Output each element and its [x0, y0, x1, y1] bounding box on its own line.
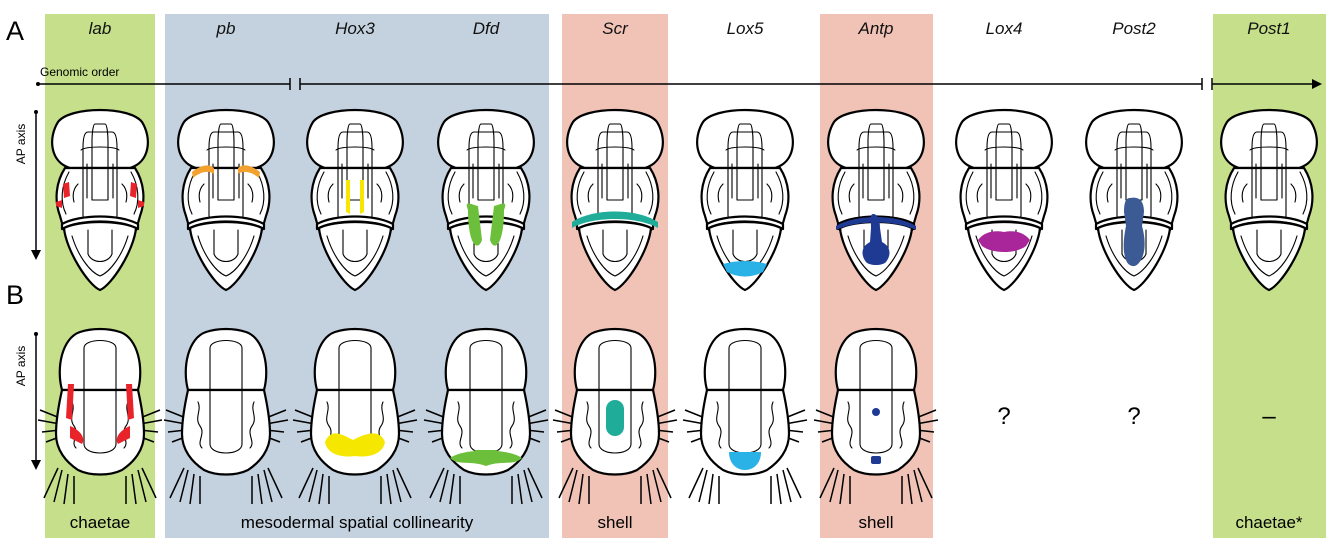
label-chaetae-star: chaetae*	[1235, 513, 1302, 532]
larva-a-lox5	[697, 110, 793, 290]
unknown-mark-post2: ?	[1127, 403, 1140, 430]
larva-a-post2	[1086, 110, 1182, 290]
ap-axis-label-a: AP axis	[14, 124, 28, 164]
gene-label-lox4: Lox4	[986, 19, 1023, 38]
panel-label-b: B	[6, 280, 24, 310]
gene-label-scr: Scr	[602, 19, 629, 38]
gene-label-post1: Post1	[1247, 19, 1290, 38]
gene-label-pb: pb	[216, 19, 236, 38]
absent-mark-post1: –	[1262, 403, 1276, 430]
unknown-mark-lox4: ?	[997, 403, 1010, 430]
label-chaetae: chaetae	[70, 513, 131, 532]
label-shell-scr: shell	[598, 513, 633, 532]
ap-axis-label-b: AP axis	[14, 346, 28, 386]
gene-label-lab: lab	[89, 19, 112, 38]
ap-axis-arrow-b	[31, 332, 41, 470]
larva-a-lox4	[956, 110, 1052, 290]
gene-label-hox3: Hox3	[335, 19, 375, 38]
panel-label-a: A	[6, 16, 24, 46]
label-mesodermal-collinearity: mesodermal spatial collinearity	[241, 513, 474, 532]
larva-b-lox5	[683, 329, 807, 504]
gene-label-dfd: Dfd	[473, 19, 500, 38]
gene-label-post2: Post2	[1112, 19, 1156, 38]
ap-axis-arrow-a	[31, 110, 41, 260]
gene-label-antp: Antp	[858, 19, 894, 38]
gene-label-lox5: Lox5	[727, 19, 764, 38]
genomic-order-label: Genomic order	[40, 65, 119, 79]
label-shell-antp: shell	[859, 513, 894, 532]
